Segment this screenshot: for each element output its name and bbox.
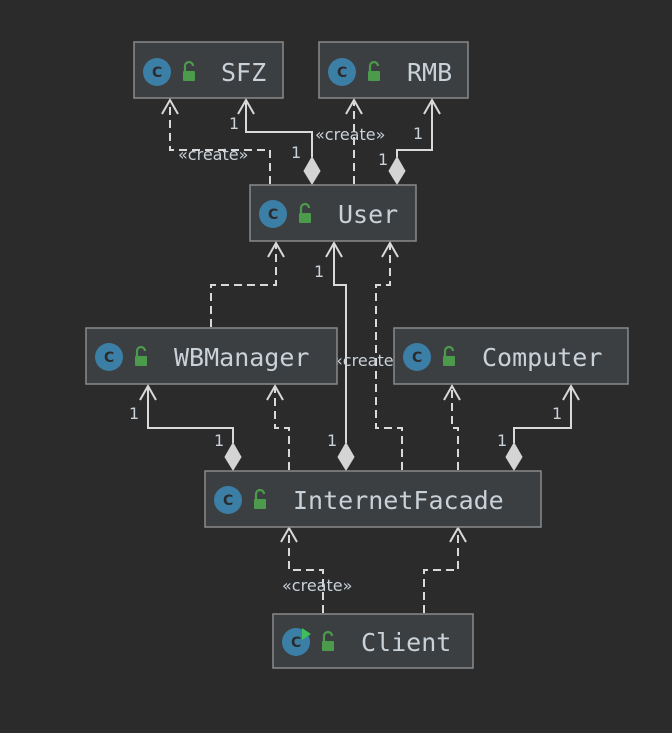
- svg-text:C: C: [337, 65, 347, 81]
- client-facade-create-label: «create»: [282, 576, 352, 595]
- user-sfz-create-line: [169, 100, 271, 184]
- public-lock-icon: [368, 60, 380, 81]
- facade-wbmanager-arrowhead: [139, 383, 157, 401]
- user-rmb-composition-line: [396, 100, 433, 157]
- facade-computer-dependency-line: [451, 386, 459, 470]
- facade-wbmanager-mult-source: 1: [214, 431, 224, 450]
- class-name-wbmanager: WBManager: [174, 343, 309, 372]
- class-box-client[interactable]: C Client: [272, 613, 474, 669]
- facade-computer-arrowhead: [562, 383, 580, 401]
- user-rmb-create-label: «create»: [315, 125, 385, 144]
- user-sfz-mult-source: 1: [291, 143, 301, 162]
- public-lock-icon: [299, 202, 311, 223]
- class-box-internetfacade[interactable]: C InternetFacade: [204, 470, 542, 528]
- public-lock-icon: [254, 488, 266, 509]
- facade-computer-composition-diamond: [505, 441, 523, 471]
- class-icon: C: [259, 200, 287, 228]
- svg-text:C: C: [268, 207, 278, 223]
- svg-text:C: C: [152, 65, 162, 81]
- facade-computer-composition-line: [513, 386, 572, 443]
- runnable-class-icon: C: [282, 628, 311, 656]
- user-sfz-create-arrowhead: [161, 97, 179, 115]
- user-sfz-composition-line: [245, 100, 313, 157]
- client-facade-create-line: [288, 528, 324, 613]
- connectors: 1 1 «create» «create» 1 1 1 1 «create»: [129, 97, 580, 613]
- class-icon: C: [143, 58, 171, 86]
- client-facade-dep-arrowhead: [449, 525, 467, 543]
- facade-user-composition-line: [333, 243, 347, 443]
- class-box-wbmanager[interactable]: C WBManager: [85, 327, 338, 385]
- user-rmb-composition-diamond: [388, 155, 406, 185]
- class-name-computer: Computer: [482, 343, 602, 372]
- client-facade-dependency-line: [423, 528, 459, 613]
- facade-computer-dep-arrowhead: [443, 383, 461, 401]
- wbmanager-user-dependency-line: [210, 243, 277, 327]
- user-rmb-mult-source: 1: [378, 150, 388, 169]
- class-icon: C: [214, 486, 242, 514]
- svg-text:C: C: [412, 350, 422, 366]
- facade-user-mult-source: 1: [327, 431, 337, 450]
- user-rmb-create-arrowhead: [345, 97, 363, 115]
- class-box-sfz[interactable]: C SFZ: [133, 41, 284, 99]
- user-rmb-arrowhead: [423, 97, 441, 115]
- facade-user-create-arrowhead: [381, 240, 399, 258]
- class-box-user[interactable]: C User: [249, 184, 417, 242]
- class-name-sfz: SFZ: [221, 58, 266, 87]
- class-box-rmb[interactable]: C RMB: [318, 41, 469, 99]
- public-lock-icon: [443, 345, 455, 366]
- class-icon: C: [403, 343, 431, 371]
- facade-user-arrowhead: [325, 240, 343, 258]
- facade-computer-mult-source: 1: [497, 431, 507, 450]
- facade-user-create-label: «create»: [333, 351, 403, 370]
- svg-text:C: C: [291, 635, 301, 651]
- facade-user-composition-diamond: [337, 441, 355, 471]
- public-lock-icon: [322, 630, 334, 651]
- class-name-internetfacade: InternetFacade: [293, 486, 504, 515]
- user-sfz-composition-diamond: [303, 155, 321, 185]
- public-lock-icon: [183, 60, 195, 81]
- facade-wbmanager-composition-diamond: [224, 441, 242, 471]
- user-sfz-arrowhead: [237, 97, 255, 115]
- class-name-client: Client: [361, 628, 451, 657]
- svg-text:C: C: [223, 493, 233, 509]
- client-facade-create-arrowhead: [280, 525, 298, 543]
- class-icon: C: [95, 343, 123, 371]
- user-sfz-mult-target: 1: [229, 114, 239, 133]
- facade-wbmanager-composition-line: [147, 386, 234, 443]
- facade-wbmanager-mult-target: 1: [129, 404, 139, 423]
- facade-user-mult-target: 1: [314, 262, 324, 281]
- class-box-computer[interactable]: C Computer: [393, 327, 629, 385]
- user-sfz-create-label: «create»: [178, 145, 248, 164]
- public-lock-icon: [135, 345, 147, 366]
- class-name-user: User: [338, 200, 398, 229]
- facade-wbmanager-dep-arrowhead: [266, 383, 284, 401]
- facade-computer-mult-target: 1: [552, 404, 562, 423]
- user-rmb-mult-target: 1: [413, 124, 423, 143]
- facade-wbmanager-dependency-line: [274, 386, 290, 470]
- svg-text:C: C: [104, 350, 114, 366]
- class-name-rmb: RMB: [407, 58, 452, 87]
- wbmanager-user-arrowhead: [267, 240, 285, 258]
- class-icon: C: [328, 58, 356, 86]
